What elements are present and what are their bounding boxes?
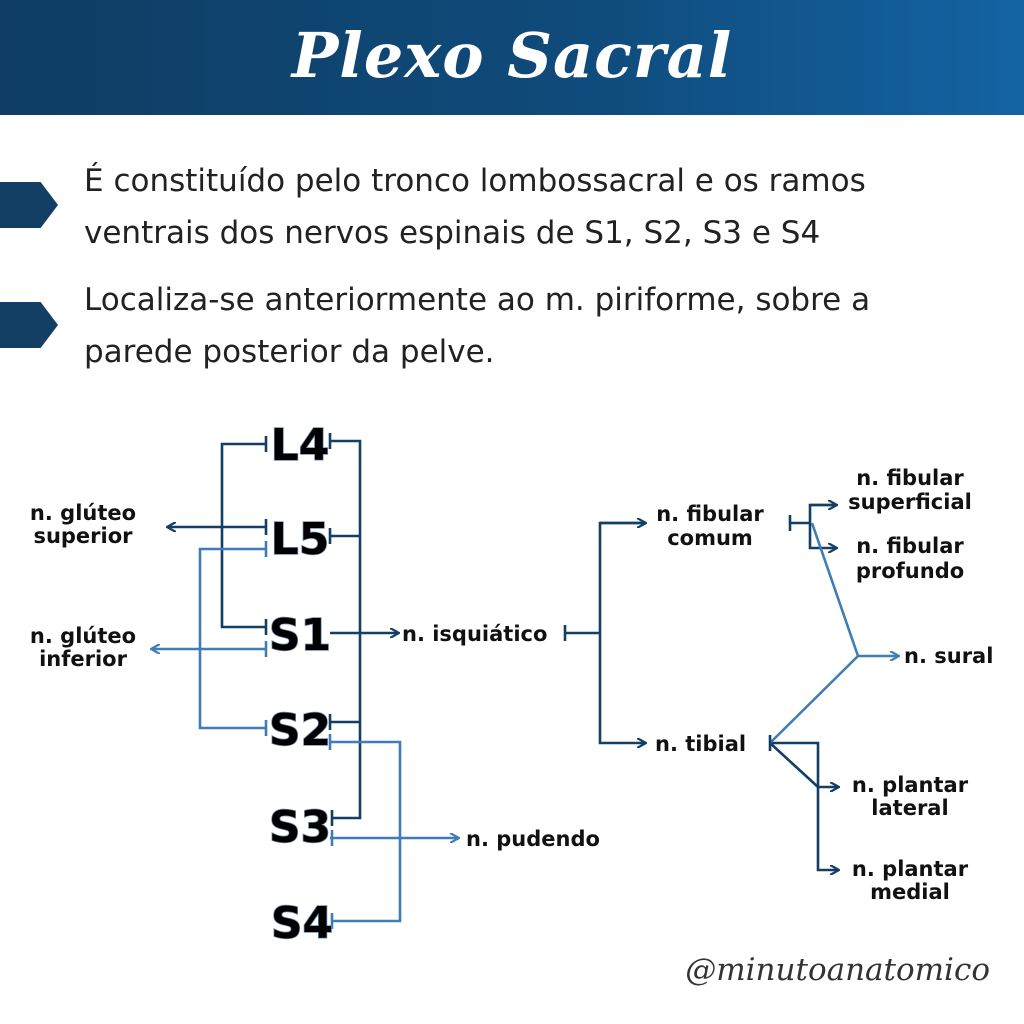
connector-l4-s1 <box>220 442 266 629</box>
root-l4: L4 <box>271 420 330 471</box>
connector-l5-s2 <box>198 547 266 730</box>
connector-isquiatico-split <box>598 521 645 743</box>
bullet-2-line-1: Localiza-se anteriormente ao m. piriform… <box>84 282 871 318</box>
label-gluteo-superior-1: n. glúteo <box>30 501 136 525</box>
bullet-text-1: É constituído pelo tronco lombossacral e… <box>84 155 984 259</box>
connector-plantar-medial <box>770 741 838 870</box>
label-fibular-profundo-1: n. fibular <box>856 534 964 558</box>
label-pudendo: n. pudendo <box>466 827 600 851</box>
label-sural: n. sural <box>904 644 993 668</box>
bullet-1-line-1: É constituído pelo tronco lombossacral e… <box>84 163 866 199</box>
label-fibular-superficial-1: n. fibular <box>856 466 964 490</box>
connector-s2-s4 <box>330 740 402 923</box>
label-isquiatico: n. isquiático <box>402 622 547 646</box>
label-gluteo-superior-2: superior <box>33 524 133 548</box>
label-fibular-superficial-2: superficial <box>848 490 972 514</box>
label-plantar-medial-1: n. plantar <box>852 857 969 881</box>
root-s2: S2 <box>269 705 331 756</box>
label-gluteo-inferior-1: n. glúteo <box>30 624 136 648</box>
label-plantar-lateral-1: n. plantar <box>852 773 969 797</box>
tee-ticks-light <box>264 541 334 929</box>
label-plantar-lateral-2: lateral <box>871 796 948 820</box>
root-l5: L5 <box>271 514 330 565</box>
bullet-2-line-2: parede posterior da pelve. <box>84 334 495 370</box>
label-gluteo-inferior-2: inferior <box>39 647 128 671</box>
sural-connectors <box>769 522 898 744</box>
label-fibular-profundo-2: profundo <box>856 559 964 583</box>
dark-connectors <box>168 439 838 870</box>
root-s4: S4 <box>271 898 333 949</box>
label-plantar-medial-2: medial <box>870 880 950 904</box>
label-fibular-comum-2: comum <box>667 526 753 550</box>
connector-fibular-sural <box>810 522 860 657</box>
bullet-text-2: Localiza-se anteriormente ao m. piriform… <box>84 274 984 378</box>
author-credit: @minutoanatomico <box>685 952 990 988</box>
bullet-1-line-2: ventrais dos nervos espinais de S1, S2, … <box>84 215 821 251</box>
connector-trunk <box>330 439 362 820</box>
connector-tibial-sural <box>769 655 859 744</box>
label-tibial: n. tibial <box>655 732 746 756</box>
root-s1: S1 <box>269 610 331 661</box>
label-fibular-comum-1: n. fibular <box>656 502 764 526</box>
page-title: Plexo Sacral <box>291 19 733 92</box>
tibial-fork <box>769 742 819 788</box>
light-connectors <box>152 547 458 923</box>
root-s3: S3 <box>269 802 331 853</box>
tee-ticks <box>264 433 792 826</box>
title-banner: Plexo Sacral <box>0 0 1024 115</box>
